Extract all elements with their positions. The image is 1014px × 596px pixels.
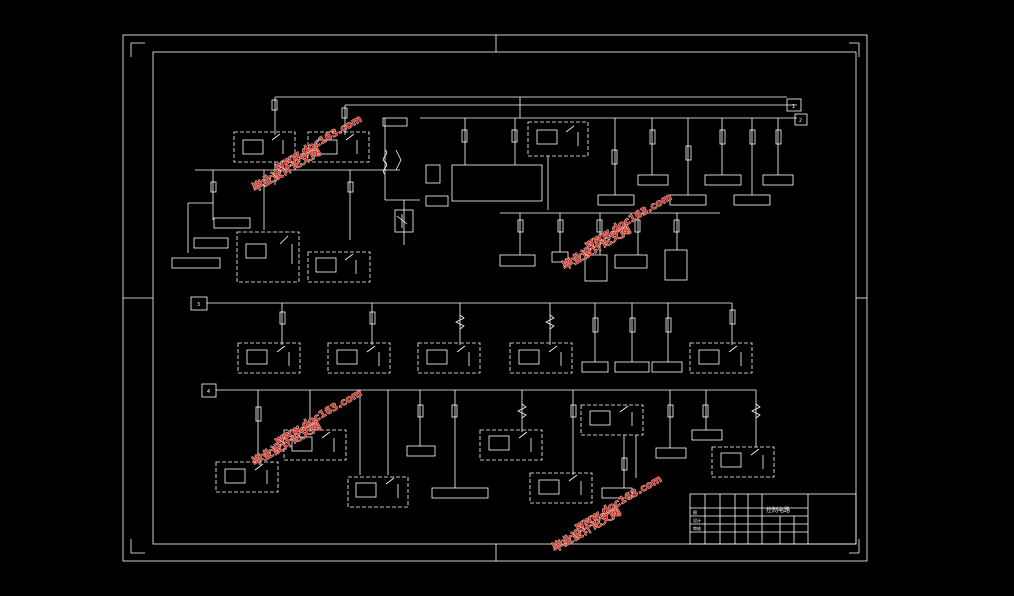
- sheet-title: 控制电路: [766, 506, 790, 514]
- svg-text:www.doc163.com: www.doc163.com: [273, 114, 364, 173]
- svg-text:www.doc163.com: www.doc163.com: [273, 388, 364, 447]
- outer-border: [122, 34, 868, 562]
- watermark-3: 毕业设计论文网 www.doc163.com: [249, 387, 364, 469]
- watermark-2: 毕业设计论文网 www.doc163.com: [559, 191, 674, 273]
- watermark-4: 毕业设计论文网 www.doc163.com: [549, 473, 664, 555]
- inner-frame: [152, 51, 857, 545]
- tb-label-3: 审核: [693, 525, 701, 531]
- tb-label-1: 图: [693, 509, 697, 515]
- terminal-label-3: 3: [197, 302, 200, 308]
- terminal-label-1: 1: [792, 104, 795, 110]
- terminal-label-4: 4: [207, 389, 210, 395]
- relay-box: [233, 131, 296, 163]
- terminal-label-2: 2: [799, 118, 802, 124]
- tb-label-2: 设计: [693, 517, 701, 523]
- title-block: [689, 493, 857, 545]
